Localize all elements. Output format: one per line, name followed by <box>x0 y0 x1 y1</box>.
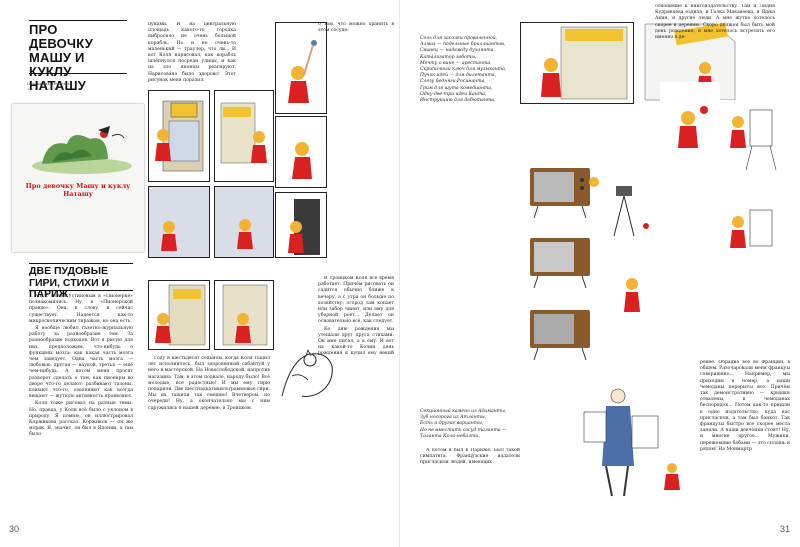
comic-panel-r4 <box>720 100 780 270</box>
tv-panel-2 <box>524 228 604 292</box>
paragraph: о том, что можно хранить в этом сосуде: <box>318 22 394 34</box>
panel-art <box>644 22 736 101</box>
comic-panel-1 <box>148 90 210 182</box>
verse-line: Скрипичный ключ для музыканта, <box>420 67 507 73</box>
book-cover-image: Про девочку Машу и куклу Наташу <box>12 104 144 252</box>
camera-art <box>613 186 649 237</box>
chapter-title: ПРО ДЕВОЧКУ МАШУ И КУКЛУ НАТАШУ <box>29 22 93 93</box>
right-page: Соль для засолки проваленной, Алмаз — по… <box>400 0 800 547</box>
right-text-bottom-right: ревне. Обрадно всё во Франции, в общем. … <box>700 360 790 520</box>
comic-panel-6 <box>214 186 274 258</box>
comic-panel-5 <box>148 186 210 258</box>
verse-line: Таланта Коли-небалта. <box>420 433 480 439</box>
panel-art <box>276 117 326 187</box>
title-rule-top <box>29 20 127 21</box>
verse-line: Инструкцию для дебютанта, <box>420 98 496 104</box>
verse-line: Грим для шута-комедианта, <box>420 85 493 91</box>
paragraph: Я вообще любил газетно-журнальную работу… <box>29 326 133 400</box>
verse-line: Одну-две-три идеи Канта, <box>420 91 487 97</box>
tv-art <box>530 238 590 289</box>
comic-panel-3 <box>275 22 327 114</box>
verse-intro: о том, что можно хранить в этом сосуде: <box>318 22 394 34</box>
girl-art <box>624 278 640 312</box>
text-column-2-top: цунами. И на центральную площадь какого-… <box>148 22 236 88</box>
panel-art <box>149 187 209 257</box>
cover-illustration <box>32 126 132 174</box>
comic-panel-r2 <box>635 22 775 102</box>
paragraph: Году в шестьдесят седьмом, когда Коля та… <box>148 356 270 411</box>
comic-panel-9 <box>214 280 274 350</box>
paragraph: цунами. И на центральную площадь какого-… <box>148 22 236 83</box>
verse-line: Слезу бедняги Росинанта, <box>420 79 486 85</box>
panel-art <box>222 284 268 346</box>
comic-panel-4 <box>275 116 327 188</box>
title-rule-bottom <box>29 73 127 74</box>
panel-art <box>541 26 628 100</box>
verse-line: Свинец — надежду дуэлянта, <box>420 48 495 54</box>
verse-line: Секционный камень из Адаманты, <box>420 409 507 414</box>
right-text-bottom-left: А потом я был в Париже. Был такой симпат… <box>420 448 520 518</box>
panel-art <box>678 106 708 148</box>
panel-art <box>730 109 777 248</box>
comic-panel-r1 <box>520 22 634 104</box>
comic-panel-7 <box>275 192 327 258</box>
girl-panel <box>606 248 662 328</box>
section-title: ДВЕ ПУДОВЫЕ ГИРИ, СТИХИ И ПАРИЖ <box>29 265 110 300</box>
panel-art <box>155 284 206 346</box>
paragraph: Мы с Колей Устиновым в «Пионерке» познак… <box>29 294 133 324</box>
panel-art <box>220 102 267 164</box>
text-column-2-bottom: Году в шестьдесят седьмом, когда Коля та… <box>148 356 270 521</box>
comic-panel-r3 <box>660 82 720 172</box>
tv-art <box>530 310 590 361</box>
verse-block-1: Соль для засолки проваленной, Алмаз — по… <box>420 36 510 104</box>
panel-art <box>149 91 209 181</box>
paragraph: Коля тоже рисовал на разные темы. Но, пр… <box>29 401 133 438</box>
cat-sketch <box>281 348 333 397</box>
paragraph: отношение к книгоиздательству. Там и Лид… <box>655 4 775 41</box>
comic-panel-8 <box>148 280 210 350</box>
page-number-right: 31 <box>780 524 791 534</box>
verse-line: Катализатор заботы, <box>420 54 477 60</box>
comic-panel-2 <box>214 90 274 182</box>
tv-art <box>530 168 599 219</box>
panel-art <box>215 187 273 257</box>
panel-art <box>288 40 317 103</box>
verse-line: Но не вместить сосуд таланта — <box>420 427 507 433</box>
paragraph: В Троицком Коля всё время работает. Прич… <box>318 276 394 325</box>
left-page: ПРО ДЕВОЧКУ МАШУ И КУКЛУ НАТАШУ Обложка … <box>9 20 394 534</box>
verse-line: Соль для засолки проваленной, <box>420 36 498 41</box>
paragraph: ревне. Обрадно всё во Франции, в общем. … <box>700 360 790 452</box>
verse-block-2: Секционный камень из Адаманты, Зуб носор… <box>420 409 520 440</box>
verse-line: Мечту о вине — арестанта, <box>420 60 492 66</box>
paragraph: Ко дню рождения мы утешали друг друга ст… <box>318 326 394 356</box>
paragraph: А потом я был в Париже. Был такой симпат… <box>420 448 520 466</box>
right-text-top: отношение к книгоиздательству. Там и Лид… <box>655 4 775 64</box>
verse-line: Зуб носорога из Атланты, <box>420 415 487 421</box>
page-number-left: 30 <box>9 524 20 534</box>
cover-caption: Обложка издательства «.................»… <box>27 82 70 91</box>
tv-panel-1 <box>524 158 604 222</box>
book-caption: Про девочку Машу и куклу Наташу <box>25 182 131 198</box>
section-rule-bottom <box>29 290 133 291</box>
text-column-3: В Троицком Коля всё время работает. Прич… <box>318 276 394 356</box>
verse-line: Алмаз — подельные бриллиантов, <box>420 42 506 48</box>
verse-line: Пучок идей — для дилетанта, <box>420 73 497 79</box>
verse-line: Есть и другие варианты, <box>420 421 484 427</box>
panel-art <box>288 199 320 255</box>
section-rule-top <box>29 263 133 264</box>
artist-illustration <box>580 376 690 506</box>
camera-panel <box>606 176 656 246</box>
artist-art <box>583 388 680 497</box>
tv-panel-3 <box>524 300 604 364</box>
text-column-1: Мы с Колей Устиновым в «Пионерке» познак… <box>29 294 133 519</box>
